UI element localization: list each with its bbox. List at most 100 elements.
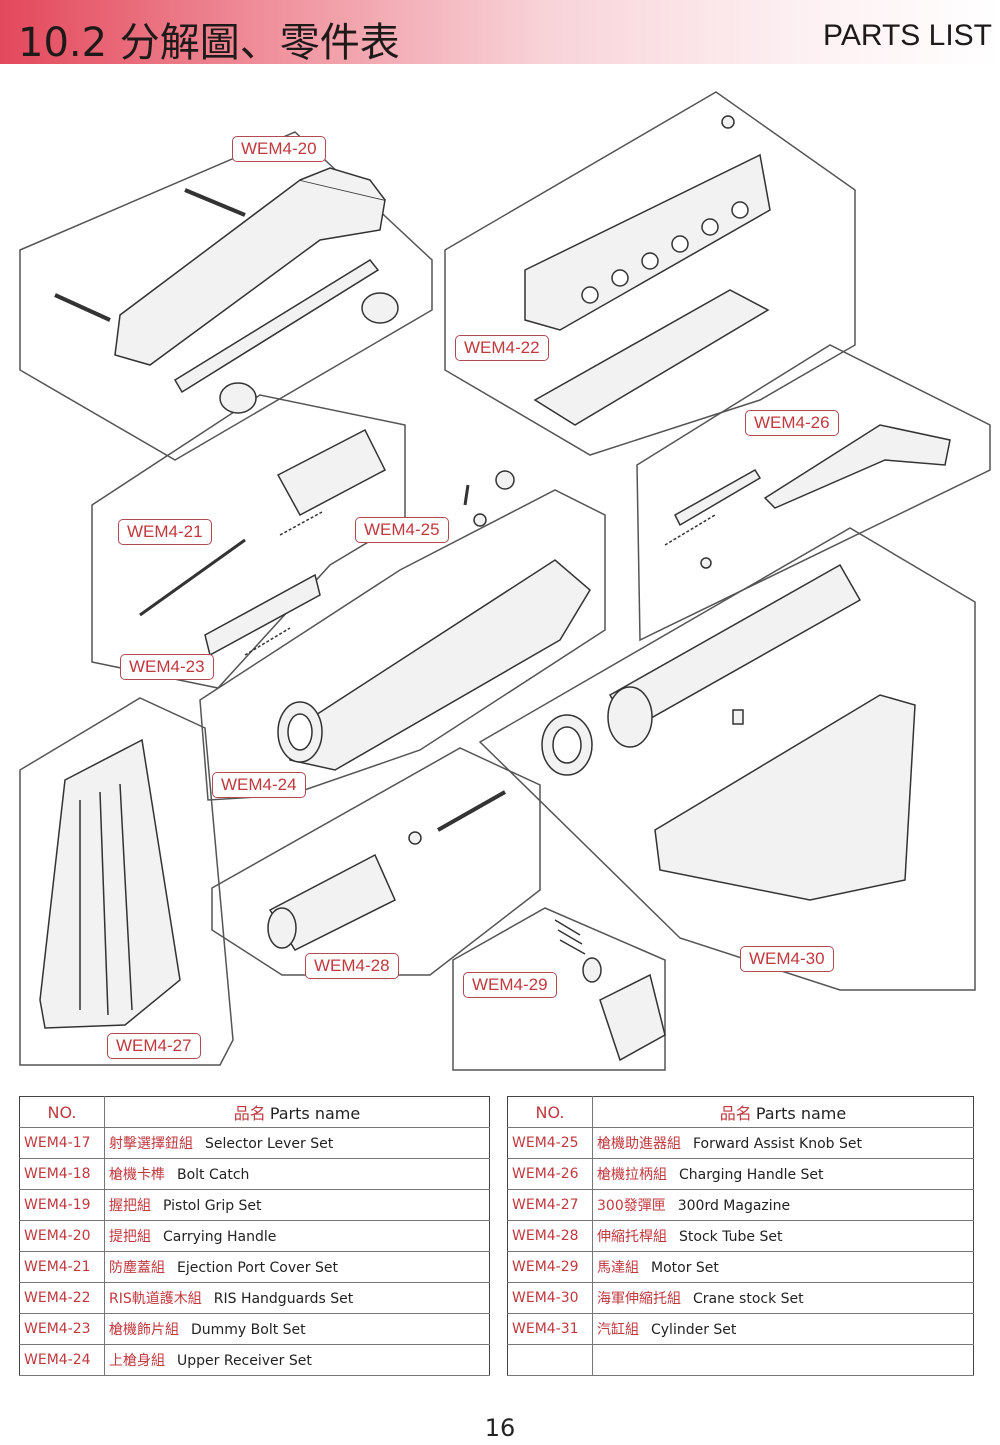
part-name-zh: 握把組 [109,1198,151,1214]
part-number: WEM4-30 [507,1282,593,1314]
part-number: WEM4-20 [19,1220,105,1252]
part-number: WEM4-19 [19,1189,105,1221]
part-name-zh: 海軍伸縮托組 [597,1291,681,1307]
part-name-en: Motor Set [651,1260,719,1276]
callout-wem4-27: WEM4-27 [107,1033,201,1059]
frame-wem4-28 [211,747,541,976]
part-number: WEM4-18 [19,1158,105,1190]
part-name-en: RIS Handguards Set [213,1291,354,1307]
parts-list-heading: PARTS LIST [823,19,992,52]
callout-wem4-25: WEM4-25 [355,517,449,543]
callout-wem4-30: WEM4-30 [740,946,834,972]
frame-wem4-20 [19,131,433,461]
part-name-en: Carrying Handle [163,1229,277,1245]
part-number [507,1344,593,1376]
part-name-zh: RIS軌道護木組 [109,1291,202,1307]
exploded-diagram: WEM4-20 WEM4-22 WEM4-26 WEM4-21 WEM4-25 … [0,80,1000,1080]
part-number: WEM4-28 [507,1220,593,1252]
ris-handguard-art [524,115,771,426]
part-name-en: Upper Receiver Set [177,1353,312,1369]
part-name-zh: 提把組 [109,1229,151,1245]
part-number: WEM4-25 [507,1127,593,1159]
part-name-zh: 防塵蓋組 [109,1260,165,1276]
part-name-zh: 馬達組 [597,1260,639,1276]
frame-wem4-24 [199,489,606,801]
part-name-zh: 射擊選擇鈕組 [109,1136,193,1152]
magazine-art [39,738,181,1029]
charging-handle-art [664,424,951,569]
part-name-en: Stock Tube Set [679,1229,783,1245]
callout-wem4-22: WEM4-22 [455,335,549,361]
callout-wem4-26: WEM4-26 [745,410,839,436]
column-header-no: NO. [507,1096,593,1128]
part-name-en: Cylinder Set [651,1322,737,1338]
part-number: WEM4-17 [19,1127,105,1159]
part-name-en: Pistol Grip Set [163,1198,262,1214]
ejection-cover-art [139,428,515,657]
part-number: WEM4-27 [507,1189,593,1221]
part-name-zh: 上槍身組 [109,1353,165,1369]
motor-art [554,919,666,1062]
part-name: 槍機助進器組 Forward Assist Knob Set [592,1127,974,1159]
part-number: WEM4-24 [19,1344,105,1376]
section-title: 10.2 分解圖、零件表 [18,20,400,66]
part-name: 握把組 Pistol Grip Set [104,1189,490,1221]
callout-wem4-29: WEM4-29 [463,972,557,998]
part-number: WEM4-29 [507,1251,593,1283]
stock-tube-art [267,790,506,951]
callout-wem4-23: WEM4-23 [120,654,214,680]
part-name [592,1344,974,1376]
upper-receiver-art [277,559,591,771]
part-name: 汽缸組 Cylinder Set [592,1313,974,1345]
callout-wem4-20: WEM4-20 [232,136,326,162]
part-name: 馬達組 Motor Set [592,1251,974,1283]
header-name-zh: 品名 [719,1104,752,1123]
column-header-no: NO. [19,1096,105,1128]
part-number: WEM4-26 [507,1158,593,1190]
part-name-en: Crane stock Set [693,1291,804,1307]
part-name-zh: 伸縮托桿組 [597,1229,667,1245]
part-name: 伸縮托桿組 Stock Tube Set [592,1220,974,1252]
part-name-en: Selector Lever Set [205,1136,334,1152]
carrying-handle-art [54,167,399,414]
diagram-drawing [19,91,991,1071]
frame-wem4-22 [444,91,856,456]
part-name-en: Ejection Port Cover Set [177,1260,338,1276]
part-name-en: 300rd Magazine [677,1198,791,1214]
frame-wem4-30 [478,527,976,991]
part-name-en: Dummy Bolt Set [191,1322,306,1338]
header-name-en: Parts name [755,1104,847,1123]
header-name-zh: 品名 [233,1104,266,1123]
part-name-zh: 槍機卡榫 [109,1167,165,1183]
part-name-zh: 汽缸組 [597,1322,639,1338]
part-number: WEM4-31 [507,1313,593,1345]
part-name-en: Forward Assist Knob Set [693,1136,862,1152]
part-name: 提把組 Carrying Handle [104,1220,490,1252]
part-name-zh: 槍機拉柄組 [597,1167,667,1183]
part-name: RIS軌道護木組 RIS Handguards Set [104,1282,490,1314]
part-name-zh: 槍機助進器組 [597,1136,681,1152]
frame-wem4-29 [452,907,666,1071]
